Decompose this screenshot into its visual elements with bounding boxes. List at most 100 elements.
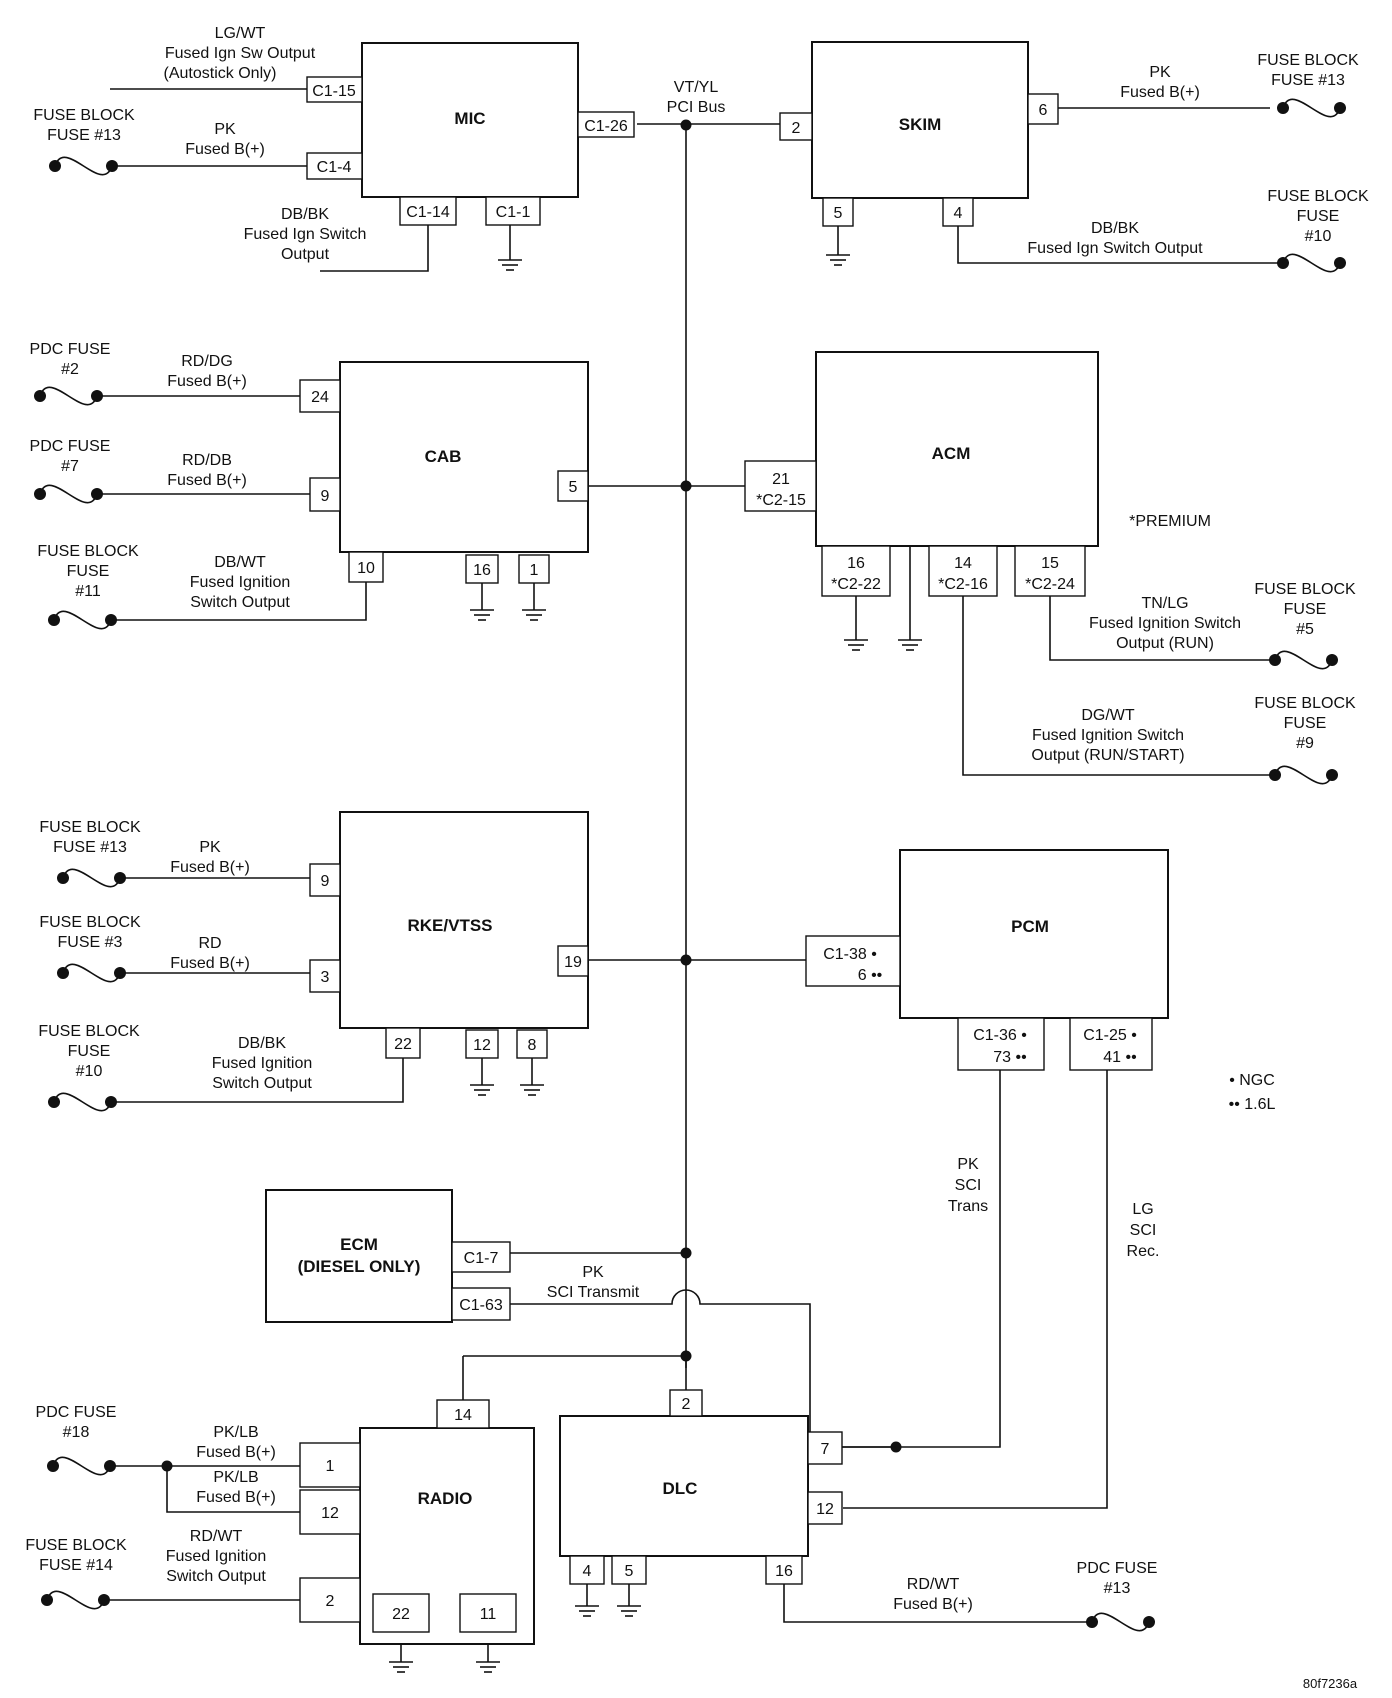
pin-radio-2 — [299, 1577, 361, 1623]
pin-dlc-2 — [669, 1389, 703, 1417]
pin-acm-16 — [821, 545, 891, 597]
pin-rke-3 — [309, 959, 341, 993]
pin-cab-5 — [557, 470, 589, 502]
skim-title: SKIM — [899, 115, 942, 134]
pin-label: C1-25 • — [1083, 1027, 1137, 1044]
pin-label: 9 — [321, 873, 330, 890]
pin-radio-12 — [299, 1489, 361, 1535]
pin-label: 16 — [473, 562, 491, 579]
pin-label: 2 — [792, 120, 801, 137]
fuse-symbol — [34, 386, 103, 406]
pin-label: 12 — [816, 1501, 834, 1518]
pci-bus-splices — [680, 119, 692, 1362]
pin-label: *C2-16 — [938, 576, 988, 593]
fuse-symbol — [41, 1590, 110, 1610]
fuse-label-radio-pdc18: PDC FUSE#18 — [36, 1404, 117, 1441]
pin-mic-c1-15 — [306, 76, 363, 103]
pin-pcm-c1-36 — [957, 1017, 1045, 1071]
pin-mic-c1-1 — [485, 196, 541, 226]
pin-label: 14 — [454, 1407, 472, 1424]
pci-bus-wires — [462, 123, 806, 1400]
pin-mic-c1-26 — [577, 111, 635, 138]
pin-cab-9 — [309, 477, 341, 512]
splice-dot — [680, 954, 692, 966]
pin-rke-8 — [516, 1029, 548, 1059]
pin-acm-14 — [928, 545, 998, 597]
pin-label: 19 — [564, 954, 582, 971]
pin-label: 73 •• — [993, 1049, 1026, 1066]
pin-label: 24 — [311, 389, 329, 406]
pin-label: 14 — [954, 555, 972, 572]
pin-skim-6 — [1027, 93, 1059, 125]
pin-rke-19 — [557, 945, 589, 977]
pin-label: 4 — [954, 205, 963, 222]
pin-label: 11 — [480, 1606, 497, 1623]
pin-label: 5 — [834, 205, 843, 222]
splice-dot — [680, 1247, 692, 1259]
pin-label: C1-15 — [312, 83, 356, 100]
figure-id: 80f7236a — [1303, 1676, 1358, 1691]
pin-label: *C2-24 — [1025, 576, 1075, 593]
pin-label: C1-7 — [464, 1250, 499, 1267]
fuse-symbol — [1086, 1612, 1155, 1632]
pin-label: 12 — [321, 1505, 339, 1522]
pin-skim-2 — [779, 112, 813, 141]
pin-label: 1 — [326, 1458, 335, 1475]
premium-note: *PREMIUM — [1129, 513, 1211, 530]
fuse-symbol — [48, 1092, 117, 1112]
fuse-symbol — [47, 1456, 116, 1476]
pin-label: 2 — [326, 1593, 335, 1610]
pin-dlc-4 — [569, 1555, 605, 1585]
pin-radio-14 — [436, 1399, 490, 1429]
pin-cab-10 — [348, 551, 384, 583]
pin-label: 9 — [321, 488, 330, 505]
pin-cab-1 — [518, 554, 550, 584]
fuse-symbol — [49, 156, 118, 176]
pin-rke-22 — [385, 1027, 421, 1059]
pin-label: 12 — [473, 1037, 491, 1054]
ground-symbol — [844, 639, 868, 651]
cab-module: CAB — [339, 361, 589, 553]
ground-symbol — [470, 1084, 494, 1096]
pin-skim-5 — [822, 197, 854, 227]
splice-dot — [680, 119, 692, 131]
ground-symbol — [575, 1605, 599, 1617]
ground-symbol — [498, 259, 522, 271]
pin-label: 8 — [528, 1037, 537, 1054]
pin-label: 22 — [392, 1606, 410, 1623]
pin-label: *C2-22 — [831, 576, 881, 593]
pin-label: *C2-15 — [756, 492, 806, 509]
pin-acm-21 — [744, 460, 817, 512]
ground-symbol — [617, 1605, 641, 1617]
ecm-title: ECM — [340, 1235, 378, 1254]
pin-radio-22 — [372, 1593, 430, 1633]
pin-radio-11 — [459, 1593, 517, 1633]
ngc-note: • NGC — [1229, 1072, 1275, 1089]
acm-title: ACM — [932, 444, 971, 463]
pin-label: 4 — [583, 1563, 592, 1580]
pin-label: C1-4 — [317, 159, 352, 176]
pin-label: C1-26 — [584, 118, 628, 135]
fuse-symbol — [1269, 765, 1338, 785]
pin-dlc-7 — [807, 1431, 843, 1465]
pin-label: C1-1 — [496, 204, 531, 221]
ground-symbol — [826, 254, 850, 266]
fuse-symbol — [1277, 98, 1346, 118]
